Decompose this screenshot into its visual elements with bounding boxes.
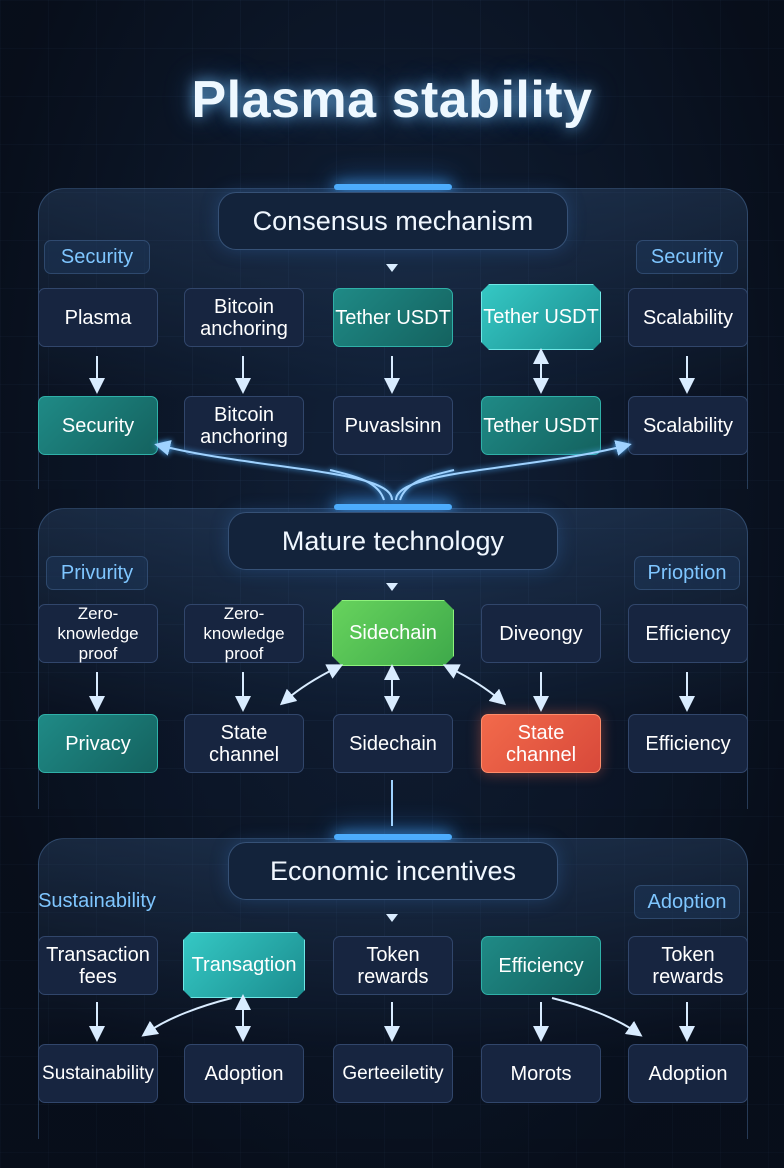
arrow-bidirectional [442, 664, 507, 706]
node-plasma[interactable]: Plasma [38, 288, 158, 347]
node-tether-usdt-2[interactable]: Tether USDT [481, 396, 601, 455]
section-header-economic[interactable]: Economic incentives [228, 842, 558, 900]
node-scalability[interactable]: Scalability [628, 288, 748, 347]
arrow-bidirectional [279, 664, 344, 706]
node-token-rewards[interactable]: Token rewards [333, 936, 453, 995]
node-gerteeiletity[interactable]: Gerteeiletity [333, 1044, 453, 1103]
flow-curve [395, 440, 632, 501]
node-token-rewards-2[interactable]: Token rewards [628, 936, 748, 995]
node-adoption-2[interactable]: Adoption [628, 1044, 748, 1103]
node-puvaslsinn[interactable]: Puvaslsinn [333, 396, 453, 455]
section-header-technology[interactable]: Mature technology [228, 512, 558, 570]
node-efficiency-3[interactable]: Efficiency [481, 936, 601, 995]
flow-curve [329, 469, 385, 501]
node-security[interactable]: Security [38, 396, 158, 455]
node-morots[interactable]: Morots [481, 1044, 601, 1103]
section-tag-left: Security [44, 240, 150, 274]
node-sustainability[interactable]: Sustainability [38, 1044, 158, 1103]
node-diveongy[interactable]: Diveongy [481, 604, 601, 663]
section-glow-bar [334, 834, 452, 840]
header-pointer [386, 914, 398, 922]
node-zero-knowledge-proof-2[interactable]: Zero-knowledge proof [184, 604, 304, 663]
section-header-consensus[interactable]: Consensus mechanism [218, 192, 568, 250]
section-glow-bar [334, 504, 452, 510]
section-tag-left: Sustainability [38, 889, 156, 912]
node-bitcoin-anchoring[interactable]: Bitcoin anchoring [184, 288, 304, 347]
node-efficiency-2[interactable]: Efficiency [628, 714, 748, 773]
node-state-channel-highlight[interactable]: State channel [481, 714, 601, 773]
header-pointer [386, 264, 398, 272]
section-tag-right: Prioption [634, 556, 740, 590]
node-bitcoin-anchoring-2[interactable]: Bitcoin anchoring [184, 396, 304, 455]
flow-curve [551, 997, 643, 1037]
section-tag-left: Privurity [46, 556, 148, 590]
node-scalability-2[interactable]: Scalability [628, 396, 748, 455]
flow-curve [399, 469, 455, 501]
node-privacy[interactable]: Privacy [38, 714, 158, 773]
node-sidechain[interactable]: Sidechain [333, 714, 453, 773]
flow-curve [154, 440, 393, 501]
node-zero-knowledge-proof[interactable]: Zero-knowledge proof [38, 604, 158, 663]
section-glow-bar [334, 184, 452, 190]
section-tag-right: Adoption [634, 885, 740, 919]
node-efficiency[interactable]: Efficiency [628, 604, 748, 663]
section-tag-right: Security [636, 240, 738, 274]
page-title: Plasma stability [191, 71, 593, 129]
flow-curve [141, 997, 233, 1037]
node-adoption[interactable]: Adoption [184, 1044, 304, 1103]
header-pointer [386, 583, 398, 591]
node-transaction-fees[interactable]: Transaction fees [38, 936, 158, 995]
node-tether-usdt[interactable]: Tether USDT [333, 288, 453, 347]
node-state-channel[interactable]: State channel [184, 714, 304, 773]
